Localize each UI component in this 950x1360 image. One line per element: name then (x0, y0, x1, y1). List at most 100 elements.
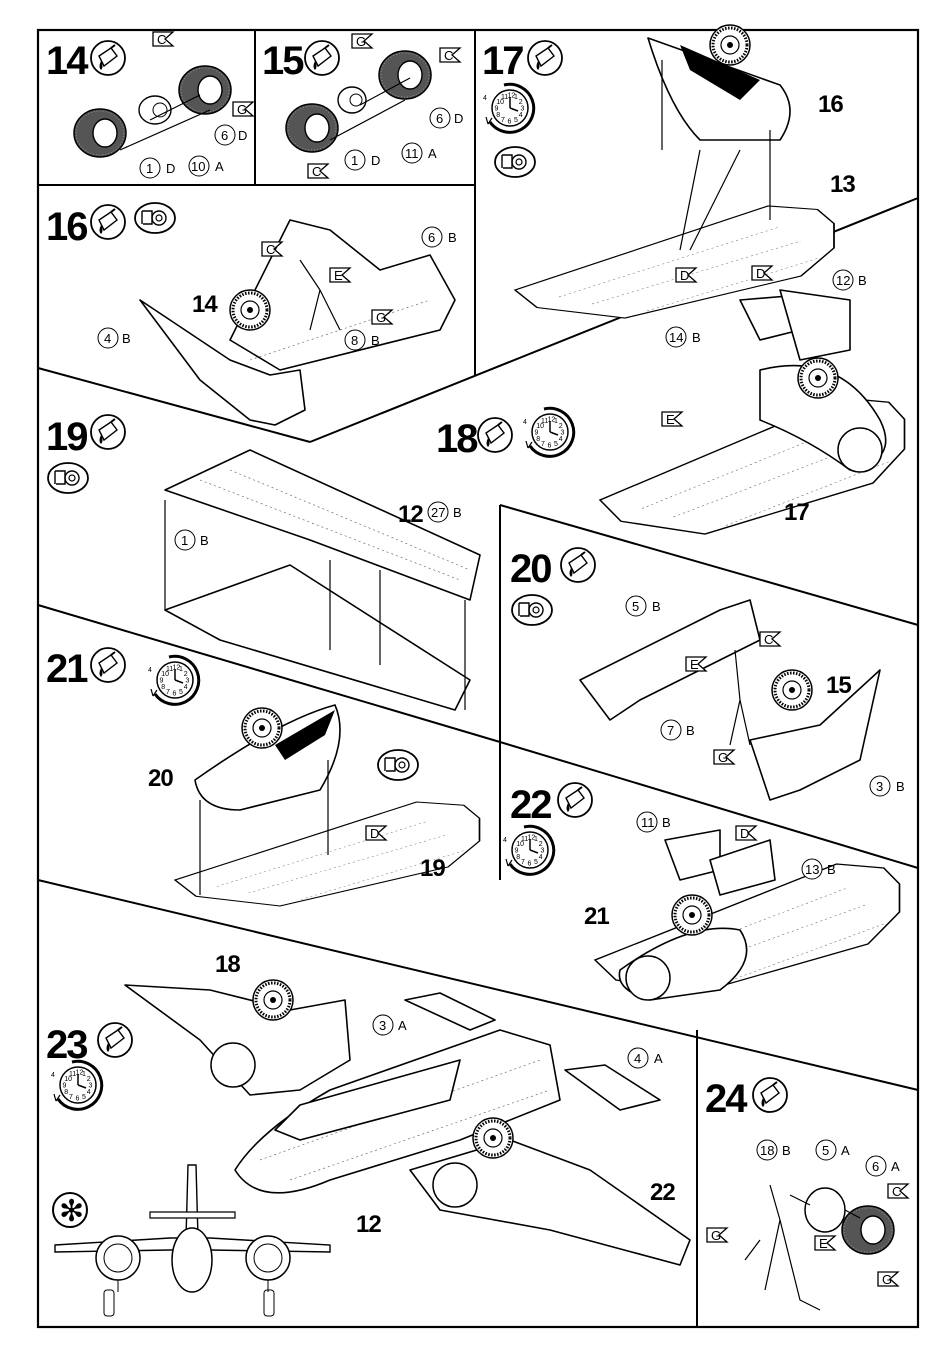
glue-icon (91, 648, 125, 682)
step-14: 14 C G 1D 10A 6D (46, 32, 253, 178)
svg-text:G: G (711, 1228, 721, 1243)
step-23: 23 18 22 12 3A 4A ✻ (46, 951, 690, 1316)
svg-text:B: B (448, 230, 457, 245)
svg-text:G: G (718, 750, 728, 765)
wheel (253, 980, 293, 1020)
svg-text:C: C (157, 32, 166, 47)
svg-text:14: 14 (669, 330, 683, 345)
svg-text:D: D (370, 826, 379, 841)
clock-icon (483, 84, 534, 132)
part-label: 3B (870, 776, 905, 796)
svg-text:D: D (680, 268, 689, 283)
part-label: 5A (816, 1140, 850, 1160)
upper-wing-part-12 (165, 450, 480, 600)
svg-text:B: B (858, 273, 867, 288)
glue-icon (753, 1078, 787, 1112)
wheel (798, 358, 838, 398)
svg-text:D: D (756, 266, 765, 281)
flag-D: D (736, 826, 756, 841)
svg-text:G: G (376, 310, 386, 325)
step-number: 16 (46, 205, 87, 249)
svg-text:D: D (166, 161, 175, 176)
clock-icon (503, 826, 554, 874)
svg-text:A: A (398, 1018, 407, 1033)
wheel (473, 1118, 513, 1158)
wheel (242, 708, 282, 748)
nacelle-half-part-3 (750, 670, 880, 800)
glue-icon (98, 1023, 132, 1057)
svg-text:B: B (122, 331, 131, 346)
svg-text:B: B (827, 862, 836, 877)
svg-text:1: 1 (351, 153, 358, 168)
svg-text:D: D (238, 128, 247, 143)
step-15: 15 G C C 1D 11A 6D (262, 34, 463, 179)
part-label: 12 B (833, 270, 867, 290)
glue-icon (91, 205, 125, 239)
flag-E: E (815, 1236, 835, 1251)
svg-text:12: 12 (398, 501, 423, 528)
tyre-part-6 (379, 51, 431, 99)
flag-C: C (308, 164, 328, 179)
wheel-hub-part-10 (139, 96, 171, 124)
intake (211, 1043, 255, 1087)
clock-icon (51, 1061, 102, 1109)
svg-text:G: G (237, 102, 247, 117)
svg-text:G: G (356, 34, 366, 49)
tape-icon (48, 463, 88, 493)
sub-assembly-label: 17 (784, 499, 809, 526)
svg-text:A: A (841, 1143, 850, 1158)
sub-assembly-label: 14 (192, 291, 218, 318)
svg-text:B: B (371, 333, 380, 348)
gear-door-part-11 (665, 830, 720, 880)
tape-icon (378, 750, 418, 780)
svg-text:E: E (690, 657, 699, 672)
svg-text:B: B (692, 330, 701, 345)
step-number: 15 (262, 39, 304, 83)
svg-text:B: B (896, 779, 905, 794)
glue-icon (528, 41, 562, 75)
tape-icon (495, 147, 535, 177)
part-label: 11A (402, 143, 437, 163)
svg-text:6: 6 (221, 128, 228, 143)
sub-assembly-label: 22 (650, 1179, 675, 1206)
svg-text:11: 11 (641, 815, 655, 830)
svg-text:1: 1 (181, 533, 188, 548)
part-label: 6D (430, 108, 463, 128)
wheel-hub-part-11 (338, 87, 366, 113)
wheel (672, 895, 712, 935)
intake (838, 428, 882, 472)
svg-text:C: C (312, 164, 321, 179)
svg-text:13: 13 (805, 862, 819, 877)
svg-text:C: C (444, 48, 453, 63)
part-label: 10A (189, 156, 224, 176)
part-label: 4B (98, 328, 131, 348)
tyre-part-6 (179, 66, 231, 114)
flag-C: C (888, 1184, 908, 1199)
tape-icon (512, 595, 552, 625)
tailplane-part-3 (405, 993, 495, 1030)
flag-G: G (878, 1272, 898, 1287)
svg-text:E: E (334, 268, 343, 283)
svg-text:4: 4 (634, 1051, 641, 1066)
svg-text:B: B (453, 505, 462, 520)
svg-text:G: G (882, 1272, 892, 1287)
sub-assembly-label: 16 (818, 91, 843, 118)
flag-G: G (352, 34, 372, 49)
sub-assembly-label: 19 (420, 855, 445, 882)
svg-text:B: B (662, 815, 671, 830)
step-number: 14 (46, 39, 89, 83)
step-number: 20 (510, 547, 551, 591)
sub-assembly-label: 20 (148, 765, 173, 792)
svg-text:12: 12 (836, 273, 850, 288)
step-number: 21 (46, 647, 88, 691)
part-label: 12 27 B (398, 501, 462, 528)
svg-text:27: 27 (431, 505, 445, 520)
part-label: 7B (661, 720, 695, 740)
glue-icon (91, 415, 125, 449)
tape-icon (135, 203, 175, 233)
svg-text:A: A (654, 1051, 663, 1066)
